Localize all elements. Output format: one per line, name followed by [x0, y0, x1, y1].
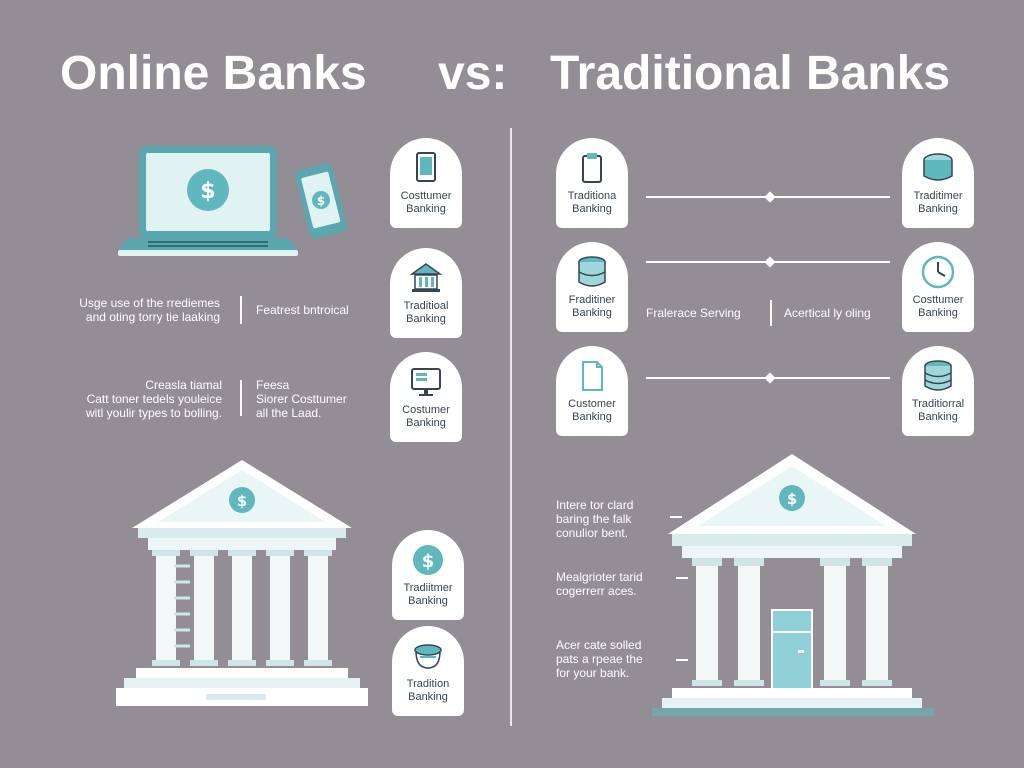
svg-text:$: $	[422, 551, 435, 572]
right-mid-separator	[770, 300, 772, 326]
left-card-1: Costtumer Banking	[390, 138, 462, 228]
right-mid-feature-right: Acertical ly oling	[784, 306, 871, 320]
title-traditional-banks: Traditional Banks	[550, 47, 951, 100]
svg-text:$: $	[317, 194, 325, 208]
bank-building-icon	[409, 263, 443, 292]
left-card-4-label: Tradiitmer Banking	[403, 582, 453, 607]
clipboard-icon	[582, 153, 602, 183]
right-card-right-1-label: Traditimer Banking	[913, 190, 963, 215]
left-card-3: Costumer Banking	[390, 352, 462, 442]
svg-text:$: $	[200, 179, 215, 204]
left-card-3-label: Costumer Banking	[402, 404, 450, 429]
right-card-left-3-label: Customer Banking	[568, 398, 616, 423]
dollar-laptop-icon: $	[118, 146, 298, 256]
right-card-right-3: Traditiorral Banking	[902, 346, 974, 436]
right-mid-feature-left: Fralerace Serving	[646, 306, 741, 320]
piggy-jar-icon	[414, 644, 442, 669]
dollar-phone-icon: $	[295, 164, 347, 239]
left-card-5: Tradition Banking	[392, 626, 464, 716]
svg-text:$: $	[237, 492, 247, 510]
clock-icon	[921, 255, 955, 289]
stack-icon	[924, 360, 952, 391]
title-online-banks: Online Banks	[60, 47, 367, 100]
center-divider	[510, 128, 512, 726]
right-card-right-2-label: Costtumer Banking	[912, 294, 964, 319]
left-card-2: Traditioal Banking	[390, 248, 462, 338]
annotation-2-pointer	[676, 577, 688, 579]
title-vs: vs:	[438, 47, 508, 100]
right-card-left-1: Traditiona Banking	[556, 138, 628, 228]
dollar-bank-icon-right: $	[652, 454, 934, 716]
left-row1-desc: Usge use of the rrediemes and oting torr…	[79, 296, 220, 324]
cylinder-icon	[923, 153, 953, 181]
monitor-icon	[411, 368, 441, 396]
right-card-left-3: Customer Banking	[556, 346, 628, 436]
right-card-right-1: Traditimer Banking	[902, 138, 974, 228]
database-icon	[578, 256, 606, 287]
right-card-right-3-label: Traditiorral Banking	[911, 398, 965, 423]
annotation-1-pointer	[670, 516, 682, 518]
annotation-1: Intere tor clard baring the falk conulio…	[556, 498, 634, 540]
connector-row2-node	[764, 256, 776, 268]
annotation-2: Mealgrioter tarid cogerrerr aces.	[556, 570, 643, 598]
left-row1-separator	[240, 296, 242, 324]
tablet-icon	[416, 152, 436, 182]
right-card-left-2-label: Fraditiner Banking	[568, 294, 616, 319]
left-row2-desc: Creasla tiamal Catt toner tedels youleic…	[85, 378, 222, 420]
left-card-5-label: Tradition Banking	[406, 678, 450, 703]
left-row1-feature: Featrest bntroical	[256, 303, 349, 317]
right-card-left-1-label: Traditiona Banking	[567, 190, 617, 215]
svg-text:$: $	[787, 490, 797, 508]
left-row2-separator	[240, 380, 242, 416]
connector-row3-node	[764, 372, 776, 384]
annotation-3-pointer	[676, 659, 688, 661]
dollar-bank-icon: $	[116, 460, 368, 706]
left-card-4: $ Tradiitmer Banking	[392, 530, 464, 620]
left-card-2-label: Traditioal Banking	[403, 300, 449, 325]
left-row2-feature: Feesa Siorer Costtumer all the Laad.	[256, 378, 347, 420]
connector-row1-node	[764, 191, 776, 203]
right-card-right-2: Costtumer Banking	[902, 242, 974, 332]
annotation-3: Acer cate solled pats a rpeae the for yo…	[556, 638, 643, 680]
left-card-1-label: Costtumer Banking	[400, 190, 452, 215]
right-card-left-2: Fraditiner Banking	[556, 242, 628, 332]
document-icon	[582, 361, 603, 391]
dollar-coin-icon: $	[413, 545, 443, 575]
